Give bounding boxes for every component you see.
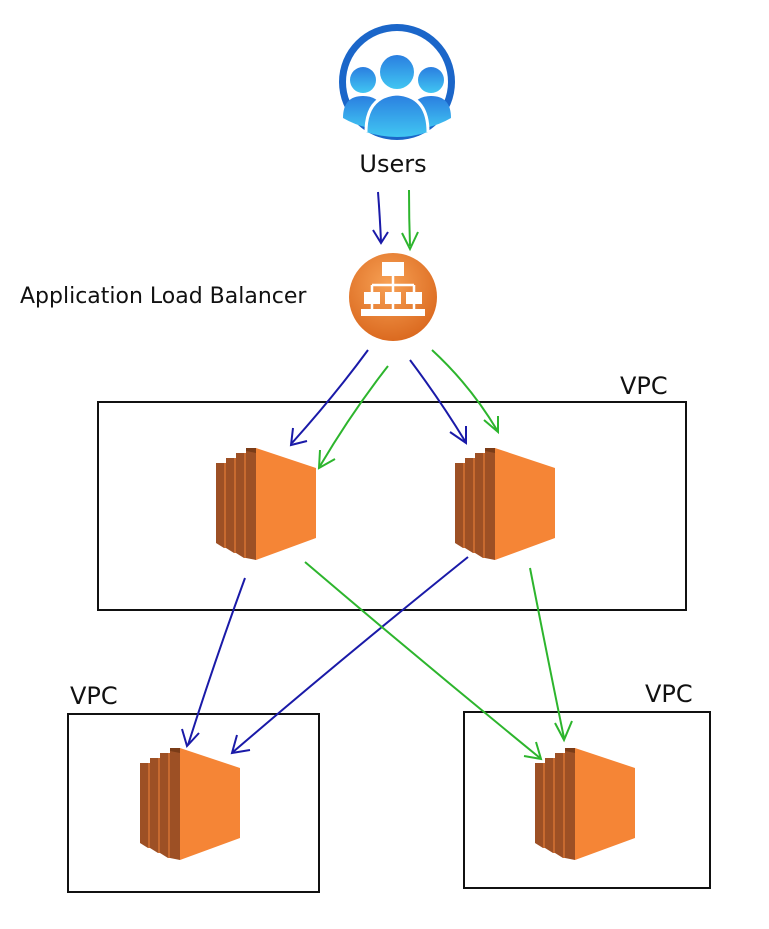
users-to-balancer-blue-arrow [372, 191, 389, 245]
instance-left-to-bottom-right-green-arrow [304, 561, 543, 761]
vpc-bottom-right-box [463, 711, 711, 889]
instance-left-to-bottom-left-blue-arrow [181, 577, 246, 748]
vpc-bottom-right-label: VPC [645, 680, 693, 708]
ec2-instance-icon [535, 748, 635, 860]
instance-right-to-bottom-right-green-arrow [529, 567, 573, 743]
users-group-icon [339, 24, 455, 140]
ec2-instance-icon [216, 448, 316, 560]
ec2-instance-icon [140, 748, 240, 860]
load-balancer-icon [349, 253, 437, 341]
balancer-to-instance-right-green-arrow [431, 349, 499, 435]
vpc-bottom-left-box [67, 713, 320, 893]
balancer-to-instance-left-green-arrow [317, 365, 389, 470]
ec2-instance-icon [455, 448, 555, 560]
vpc-top-label: VPC [620, 372, 668, 400]
vpc-bottom-left-label: VPC [70, 682, 118, 710]
balancer-to-instance-right-blue-arrow [409, 359, 467, 445]
load-balancer-label: Application Load Balancer [20, 284, 307, 309]
users-label: Users [359, 150, 426, 178]
balancer-to-instance-left-blue-arrow [289, 349, 369, 447]
vpc-top-box [97, 401, 687, 611]
instance-right-to-bottom-left-blue-arrow [230, 556, 469, 755]
users-to-balancer-green-arrow [401, 189, 419, 252]
